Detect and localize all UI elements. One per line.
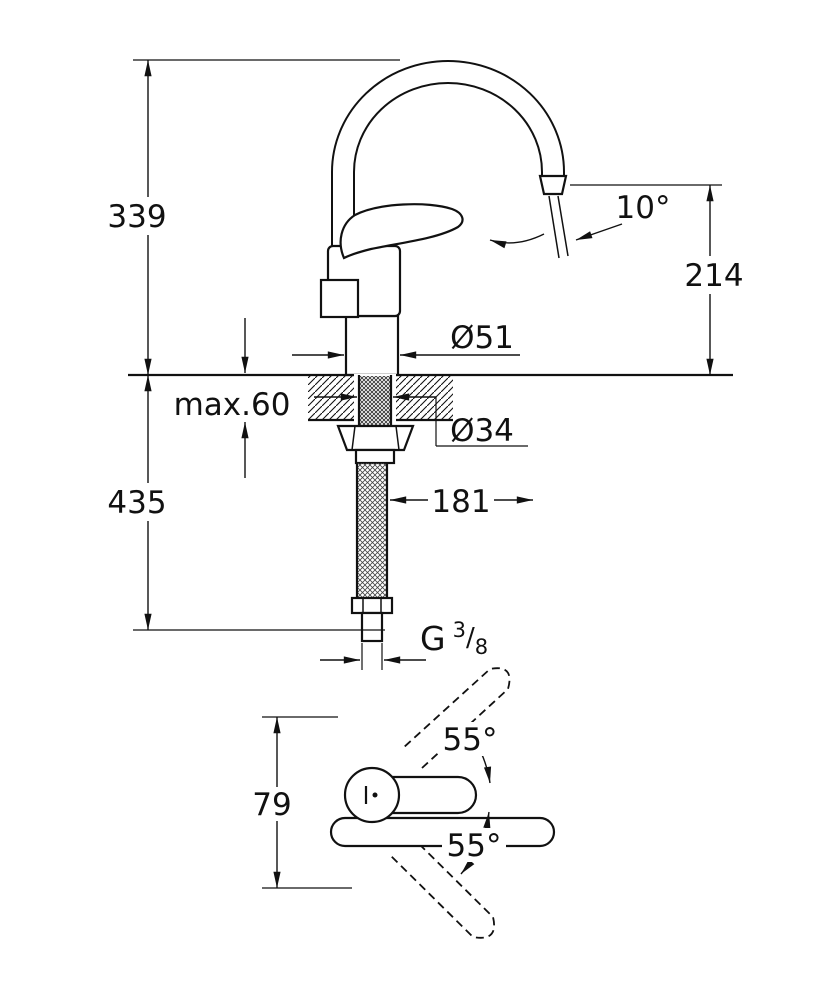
- spout-swivel-up-dashed: [402, 667, 511, 769]
- body-plan-center-dot: [372, 792, 378, 798]
- dim-label-55-upper: 55°: [443, 722, 498, 758]
- side-view-dimensions: 339 214 10° Ø51 max.60 Ø34 435 181: [100, 59, 750, 670]
- water-stream-line-2: [557, 195, 569, 257]
- nut-facet-left: [351, 425, 356, 451]
- dim-435-bg: [100, 483, 174, 521]
- body-plan-circle: [343, 766, 401, 824]
- dim-181-bg: [428, 483, 494, 519]
- dim-label-435: 435: [107, 485, 166, 521]
- dim-55down-bg: [442, 828, 506, 862]
- spout-swivel-down-dashed: [389, 834, 495, 939]
- spout-tube-inner: [333, 62, 563, 272]
- mounting-nut: [336, 424, 415, 452]
- dim-label-339: 339: [107, 199, 166, 235]
- dim-label-max60: max.60: [174, 387, 291, 423]
- nut-facet-right: [395, 425, 400, 451]
- leader-10deg: [575, 223, 623, 241]
- hose-thread-end: [360, 611, 384, 643]
- dim-214-bg: [678, 256, 750, 294]
- lever-handle: [339, 203, 464, 260]
- dim-label-55-lower: 55°: [447, 828, 502, 864]
- g38-prefix: G: [420, 619, 446, 658]
- plan-view: 55° 55° 79: [244, 667, 556, 939]
- hose-adapter: [354, 448, 396, 465]
- threaded-shank: [359, 376, 391, 425]
- g38-denominator: 8: [475, 635, 488, 659]
- spout-outlet: [538, 174, 568, 196]
- side-view: [128, 60, 733, 643]
- dim-label-10deg: 10°: [616, 190, 671, 226]
- g38-numerator: 3: [453, 618, 466, 642]
- g38-slash: /: [466, 623, 475, 653]
- stream-swing-arrow: [489, 233, 545, 249]
- dim-max60-bg: [175, 387, 289, 421]
- dim-label-34: Ø34: [450, 413, 514, 449]
- dim-339-bg: [102, 197, 172, 235]
- faucet-base-column: [344, 314, 400, 377]
- braided-hose: [357, 463, 387, 598]
- hose-nut: [350, 596, 394, 615]
- dim-label-51: Ø51: [450, 320, 514, 356]
- dim-label-214: 214: [684, 258, 743, 294]
- dim-79-bg: [244, 787, 302, 821]
- dim-55up-bg: [438, 722, 502, 756]
- dim-label-181: 181: [431, 484, 490, 520]
- dim-label-79: 79: [252, 787, 291, 823]
- faucet-body-detail: [319, 278, 360, 319]
- water-stream-line-1: [548, 195, 560, 259]
